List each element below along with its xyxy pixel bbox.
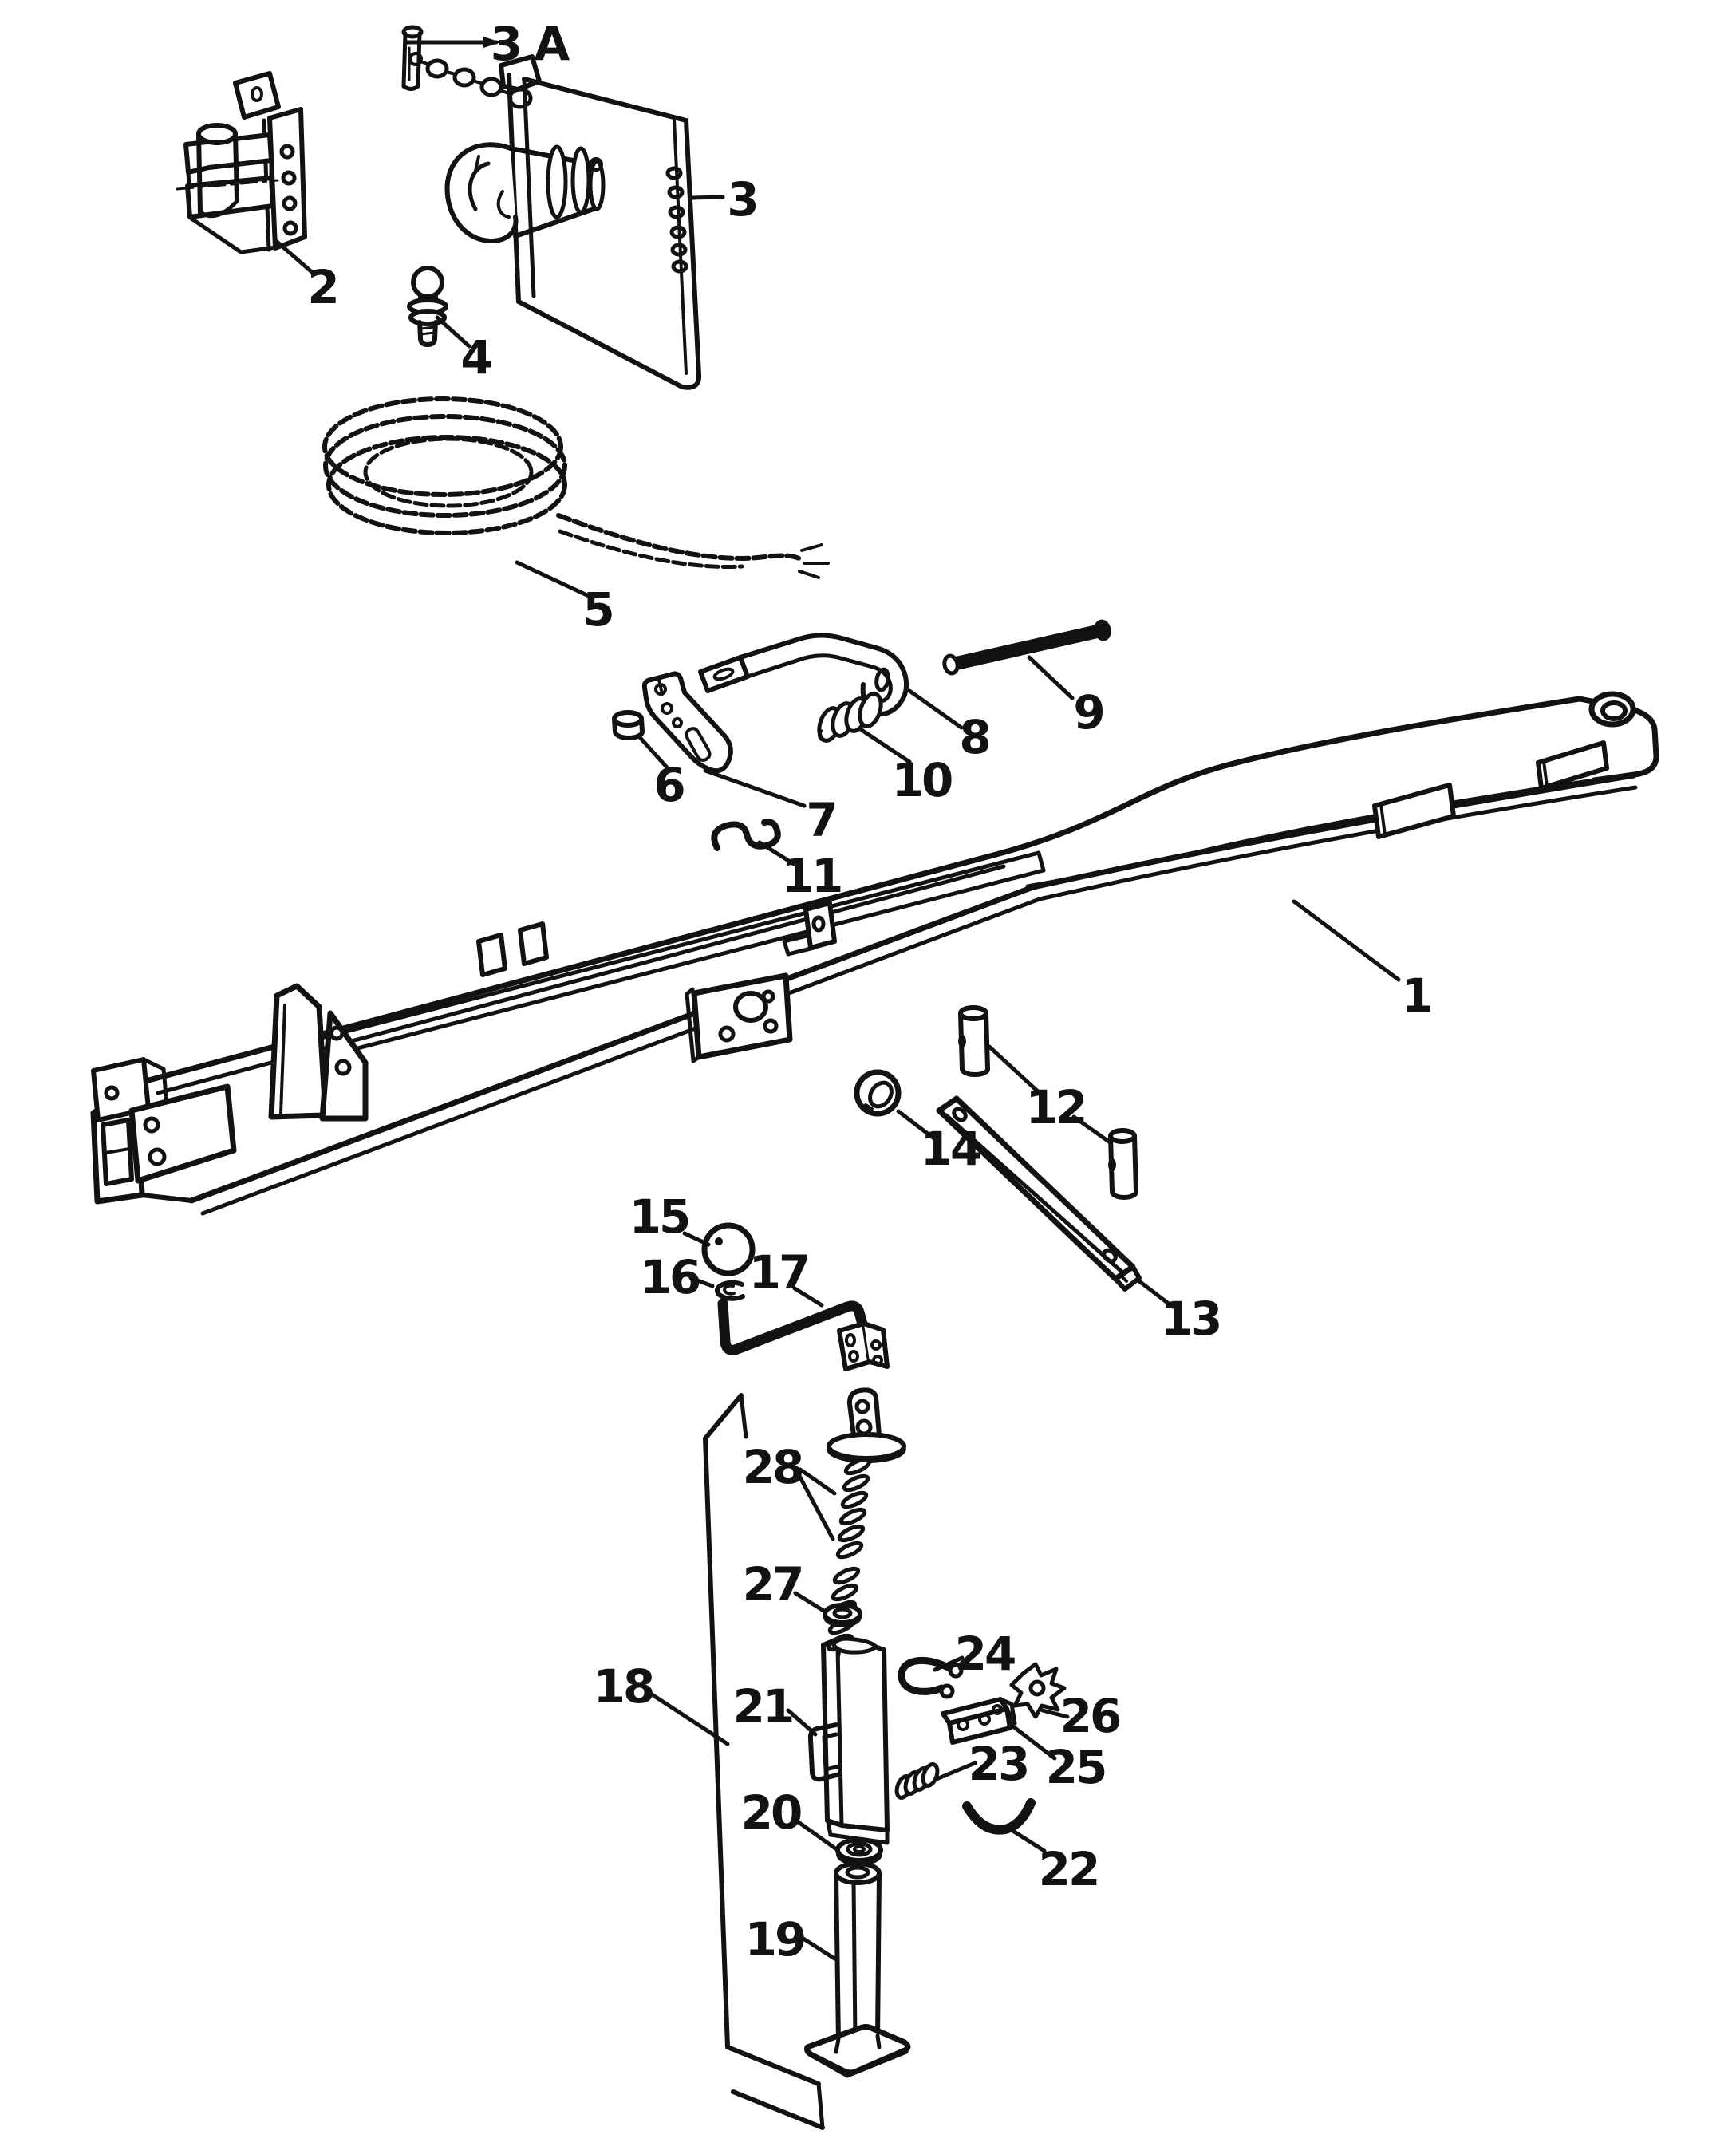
part-3-coupler-channel-bracket [444, 54, 702, 390]
part-24-u-bolt [898, 1656, 964, 1699]
part-22-bent-rod [962, 1798, 1036, 1835]
callout-4-label: 4 [460, 330, 491, 385]
leader-20 [794, 1818, 838, 1851]
leader-28a [798, 1467, 837, 1496]
callout-8-label: 8 [959, 710, 988, 764]
leader-3 [690, 195, 725, 200]
callout-labels: 1 2 3 3 A 4 5 6 7 8 9 10 11 12 13 14 15 … [307, 17, 1433, 1967]
part-25-angle-bracket [941, 1697, 1017, 1745]
leader-11 [757, 840, 796, 866]
leader-1 [1292, 899, 1401, 982]
callout-3-label: 3 [727, 172, 756, 227]
callout-22-label: 22 [1039, 1842, 1099, 1896]
callout-10-label: 10 [892, 753, 952, 807]
leader-12b [1071, 1114, 1111, 1144]
part-21-inner-rack-tube [807, 1634, 890, 1845]
part-17-crank-handle [717, 1298, 890, 1371]
callout-24-label: 24 [955, 1627, 1015, 1681]
callout-19-label: 19 [745, 1912, 805, 1967]
leader-17 [792, 1286, 824, 1308]
part-23-small-spring [894, 1762, 940, 1800]
leader-27 [793, 1591, 827, 1614]
callout-12-label: 12 [1026, 1080, 1086, 1134]
leader-6 [636, 733, 669, 770]
callout-3a-label: 3 A [491, 17, 570, 71]
part-5-rope-coil [322, 396, 830, 579]
part-26-spring-clip [1009, 1662, 1067, 1719]
callout-25-label: 25 [1046, 1740, 1106, 1794]
leader-26 [1040, 1708, 1070, 1719]
part-18-jack-outer-tube [703, 1393, 825, 2130]
callout-23-label: 23 [969, 1737, 1028, 1791]
callout-27-label: 27 [743, 1557, 803, 1612]
leader-8 [907, 688, 964, 730]
leader-10 [859, 728, 912, 764]
part-1-drawbar-beam [90, 691, 1659, 1216]
part-4-hitch-ball [407, 266, 448, 347]
leader-28b [798, 1475, 835, 1541]
callout-17-label: 17 [749, 1245, 809, 1300]
leader-15 [682, 1231, 711, 1247]
callout-6-label: 6 [653, 758, 684, 812]
part-16-retaining-clip [714, 1280, 745, 1301]
part-14-lock-nut [854, 1069, 902, 1117]
leader-7 [703, 768, 807, 808]
callout-18-label: 18 [594, 1659, 653, 1714]
leader-19 [801, 1936, 837, 1961]
part-9-pivot-pin [942, 619, 1111, 676]
part-2-clevis-coupler [176, 71, 307, 254]
part-11-s-hook [711, 819, 781, 851]
callout-14-label: 14 [921, 1122, 980, 1176]
leader-18 [647, 1690, 730, 1746]
part-3a-pin-and-chain [401, 25, 533, 109]
part-13-channel-bar [936, 1095, 1142, 1292]
leader-23 [934, 1761, 977, 1781]
callout-16-label: 16 [640, 1250, 700, 1304]
callout-1-label: 1 [1401, 969, 1430, 1023]
leader-5 [515, 560, 593, 599]
part-20-bearing-washer [835, 1837, 883, 1866]
callout-13-label: 13 [1161, 1292, 1221, 1346]
callout-21-label: 21 [733, 1679, 793, 1734]
leader-14 [896, 1109, 937, 1142]
callout-26-label: 26 [1060, 1689, 1120, 1743]
leader-21 [786, 1708, 818, 1737]
part-6-bushing [612, 710, 645, 740]
callout-7-label: 7 [806, 793, 835, 847]
leader-16 [688, 1276, 715, 1288]
part-27-thrust-washer [823, 1603, 862, 1627]
callout-5-label: 5 [582, 582, 612, 637]
part-10-spring [817, 692, 883, 743]
part-12-spacer-bushings [958, 1005, 1138, 1200]
leader-13 [1137, 1279, 1175, 1309]
part-7-latch-plate [641, 671, 733, 774]
callout-20-label: 20 [741, 1785, 801, 1840]
part-19-jack-leg-foot [804, 1861, 911, 2078]
leader-22 [1009, 1828, 1047, 1853]
leader-12a [987, 1044, 1042, 1095]
leader-3a-arrowhead [483, 37, 501, 48]
part-15-knob-ball [701, 1222, 756, 1276]
leader-4 [435, 315, 471, 349]
callout-15-label: 15 [629, 1189, 689, 1244]
callout-28-label: 28 [743, 1440, 803, 1494]
leader-lines [274, 37, 1401, 1961]
leader-2 [274, 239, 315, 275]
callout-11-label: 11 [782, 849, 842, 903]
leader-9 [1027, 655, 1075, 700]
leader-24 [933, 1655, 965, 1672]
callout-9-label: 9 [1073, 685, 1103, 740]
callout-2-label: 2 [307, 260, 337, 314]
leader-25 [1008, 1722, 1057, 1761]
